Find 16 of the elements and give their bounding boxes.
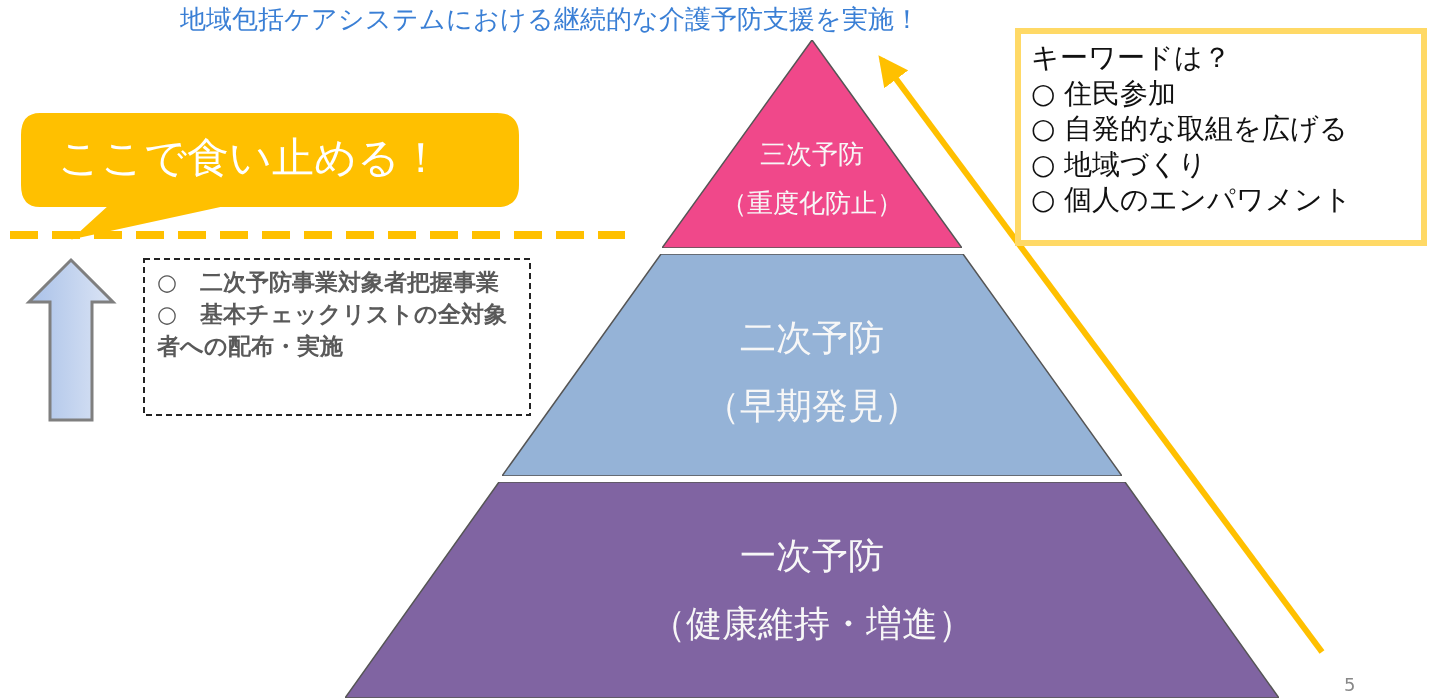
keyword-item: ○ 自発的な取組を広げる — [1031, 111, 1349, 147]
tier-subtitle: （早期発見） — [704, 384, 920, 429]
tier-subtitle: （健康維持・増進） — [650, 602, 974, 647]
note-item: ○ 二次予防事業対象者把握事業 — [157, 268, 500, 297]
keyword-heading: キーワードは？ — [1031, 40, 1231, 76]
callout-text: ここで食い止める！ — [58, 132, 442, 184]
tier-title: 二次予防 — [740, 316, 884, 360]
slide-title: 地域包括ケアシステムにおける継続的な介護予防支援を実施！ — [180, 3, 920, 36]
keyword-item: ○ 住民参加 — [1031, 75, 1177, 112]
note-item: ○ 基本チェックリストの全対象者への配布・実施 — [157, 300, 509, 362]
page-number: 5 — [1344, 674, 1356, 695]
tier-title: 一次予防 — [740, 534, 884, 578]
tier-title: 三次予防 — [760, 138, 864, 171]
tier-subtitle: （重度化防止） — [721, 187, 903, 221]
keyword-item: ○ 地域づくり — [1031, 146, 1208, 183]
keyword-item: ○ 個人のエンパワメント — [1031, 182, 1353, 218]
